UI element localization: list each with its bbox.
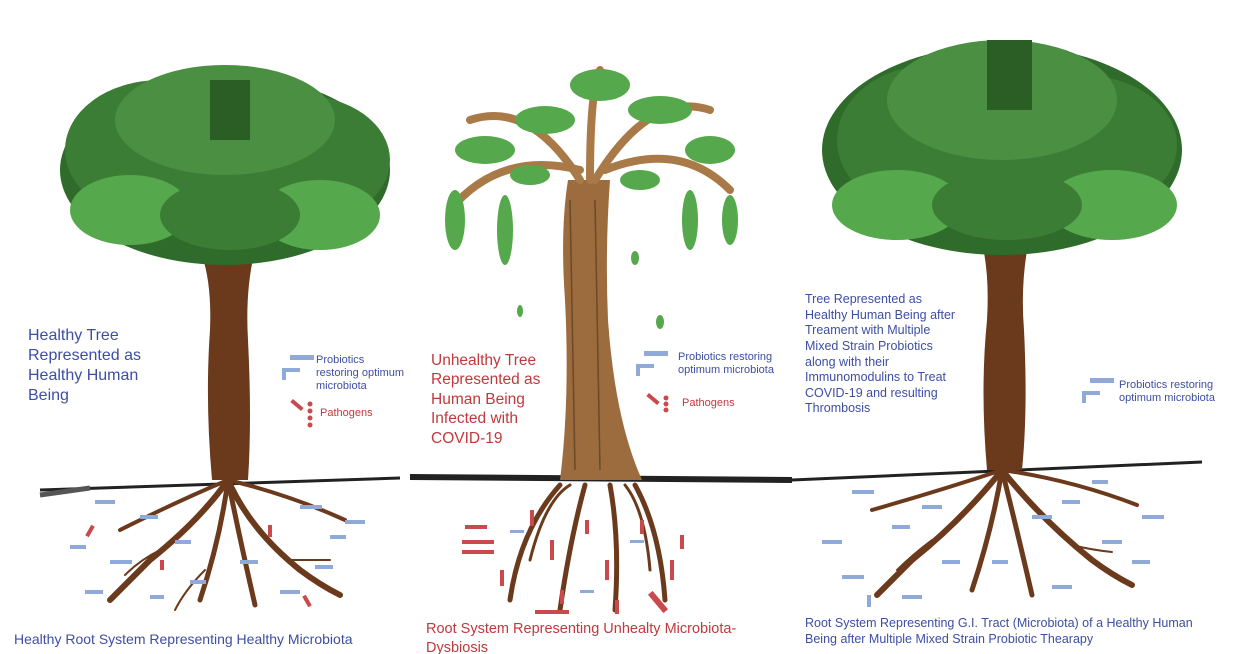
legend-probiotic-label: Probiotics restoring optimum microbiota bbox=[1119, 379, 1239, 405]
legend-probiotic-label: Probiotics restoring optimum microbiota bbox=[316, 354, 406, 394]
panel-healthy: Healthy Tree Represented as Healthy Huma… bbox=[0, 0, 410, 654]
legend-pathogen: Pathogens bbox=[320, 407, 373, 420]
legend-pathogen-icon bbox=[290, 399, 312, 428]
legend-pathogen-icon bbox=[646, 393, 668, 413]
treated-roots bbox=[872, 470, 1137, 595]
legend-probiotic: Probiotics restoring optimum microbiota bbox=[1119, 379, 1239, 405]
unhealthy-root-label: Root System Representing Unhealty Microb… bbox=[426, 620, 776, 654]
legend-pathogen-label: Pathogens bbox=[682, 397, 735, 410]
healthy-roots bbox=[110, 480, 345, 610]
legend-probiotic: Probiotics restoring optimum microbiota bbox=[316, 354, 406, 394]
legend-probiotic-icon bbox=[636, 351, 668, 376]
legend-pathogen-label: Pathogens bbox=[320, 407, 373, 420]
treated-tree-label: Tree Represented as Healthy Human Being … bbox=[805, 292, 965, 417]
treated-foliage bbox=[822, 40, 1182, 255]
legend-probiotic-label: Probiotics restoring optimum microbiota bbox=[678, 351, 790, 377]
unhealthy-tree-label: Unhealthy Tree Represented as Human Bein… bbox=[431, 351, 549, 448]
unhealthy-tree-illustration bbox=[410, 0, 792, 654]
legend-probiotic-icon bbox=[282, 355, 314, 380]
panel-treated: Tree Represented as Healthy Human Being … bbox=[792, 0, 1254, 654]
healthy-root-label: Healthy Root System Representing Healthy… bbox=[14, 630, 404, 648]
healthy-tree-label: Healthy Tree Represented as Healthy Huma… bbox=[28, 326, 158, 406]
legend-pathogen: Pathogens bbox=[682, 397, 735, 410]
treated-root-label: Root System Representing G.I. Tract (Mic… bbox=[805, 615, 1225, 648]
legend-probiotic: Probiotics restoring optimum microbiota bbox=[678, 351, 790, 377]
healthy-foliage bbox=[60, 65, 390, 265]
probiotic-microbes bbox=[510, 530, 644, 593]
panel-unhealthy: Unhealthy Tree Represented as Human Bein… bbox=[410, 0, 792, 654]
probiotic-microbes bbox=[822, 480, 1164, 607]
legend-probiotic-icon bbox=[1082, 378, 1114, 403]
